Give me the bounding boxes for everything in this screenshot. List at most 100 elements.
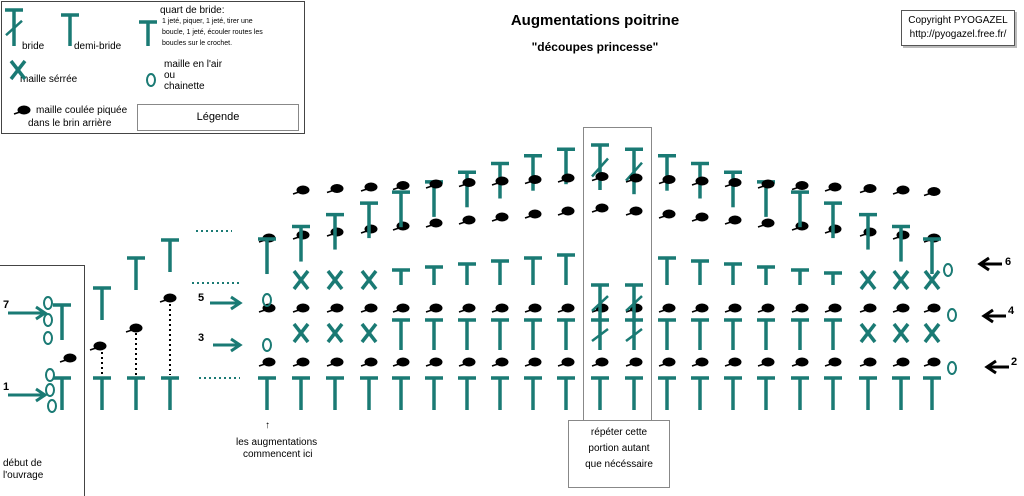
row5-treble <box>425 265 443 285</box>
slip-stitch <box>761 179 775 189</box>
chain-stitch <box>47 399 57 413</box>
row3-treble <box>658 318 676 350</box>
slip-stitch-tail <box>458 183 466 188</box>
legend-button[interactable]: Légende <box>137 104 299 131</box>
row1-treble <box>258 376 276 410</box>
slip-stitch-tail <box>892 236 900 240</box>
repeat-note-line-3: que nécéssaire <box>585 459 653 470</box>
chain-stitch <box>43 296 53 310</box>
slip-stitch <box>495 357 509 367</box>
slip-stitch-tail <box>491 182 499 186</box>
row7-treble <box>360 201 378 239</box>
slip-stitch-tail <box>923 309 931 313</box>
copyright-url[interactable]: http://pyogazel.free.fr/ <box>909 29 1007 40</box>
slip-stitch-tail <box>524 215 532 219</box>
copyright-box: Copyright PYOGAZEL http://pyogazel.free.… <box>901 10 1015 46</box>
row7-treble <box>791 190 809 228</box>
slip-stitch-tail <box>524 363 532 367</box>
row1-treble <box>625 376 643 410</box>
slip-stitch-tail <box>360 230 368 234</box>
slip-stitch-tail <box>658 309 666 313</box>
arrow-row2-head <box>984 359 997 375</box>
slip-stitch <box>296 185 310 195</box>
row5-treble <box>392 268 410 285</box>
slip-stitch <box>795 303 809 313</box>
row1-treble <box>791 376 809 410</box>
single-crochet-x <box>892 269 910 291</box>
slip-stitch-tail <box>691 363 699 367</box>
slip-stitch <box>129 323 143 333</box>
slip-stitch <box>163 293 177 303</box>
slip-stitch <box>330 227 344 237</box>
slip-stitch <box>364 182 378 192</box>
row1-treble <box>724 376 742 410</box>
row1-treble <box>491 376 509 410</box>
slip-stitch <box>695 303 709 313</box>
slip-stitch-tail <box>392 227 400 231</box>
slip-stitch <box>927 187 941 196</box>
augment-note-1: les augmentations <box>236 437 318 448</box>
chain-stitch <box>45 368 55 382</box>
row1-treble <box>93 376 111 410</box>
row3-treble <box>392 318 410 350</box>
row7-treble <box>824 201 842 239</box>
slip-stitch-tail <box>13 111 21 115</box>
slip-stitch-tail <box>591 363 599 367</box>
slip-stitch <box>396 181 410 190</box>
slip-stitch-tail <box>691 182 699 186</box>
slip-stitch-tail <box>326 189 334 194</box>
slip-stitch-tail <box>292 309 300 313</box>
slip-stitch-tail <box>892 191 900 195</box>
slip-stitch-tail <box>824 363 832 367</box>
slip-stitch <box>262 357 276 367</box>
slip-stitch <box>93 341 107 351</box>
slip-stitch <box>528 209 542 219</box>
row3-treble <box>791 318 809 350</box>
legend-air-1: maille en l'air <box>164 59 223 70</box>
slip-stitch-tail <box>724 221 732 225</box>
slip-stitch-tail <box>791 227 799 231</box>
row1-treble <box>392 376 410 410</box>
slip-stitch-tail <box>392 309 400 313</box>
legend-quart-desc-2: boucle, 1 jeté, écouler routes les <box>162 29 263 36</box>
legend-air-3: chainette <box>164 81 205 92</box>
slip-stitch <box>462 215 476 225</box>
slip-stitch-tail <box>326 233 334 237</box>
row7-treble <box>326 212 344 250</box>
slip-stitch <box>396 303 410 313</box>
slip-stitch-tail <box>360 363 368 367</box>
row-number-5: 5 <box>198 292 205 304</box>
row5-treble <box>524 256 542 285</box>
row7-treble <box>524 153 542 191</box>
slip-stitch-tail <box>859 233 867 237</box>
row-number-4: 4 <box>1008 305 1015 317</box>
chain-stitch <box>947 308 957 322</box>
slip-stitch <box>561 206 575 216</box>
slip-stitch <box>396 221 410 231</box>
slip-stitch <box>896 303 910 313</box>
row7-treble <box>458 170 476 208</box>
slip-stitch <box>528 303 542 313</box>
slip-stitch-tail <box>258 363 266 367</box>
slip-stitch <box>629 173 643 183</box>
slip-stitch-tail <box>591 209 599 213</box>
legend-bride-label: bride <box>22 41 45 52</box>
row1-treble <box>127 376 145 410</box>
row1-treble <box>691 376 709 410</box>
slip-stitch-tail <box>89 347 97 351</box>
slip-stitch <box>761 303 775 313</box>
debut-region <box>0 265 85 496</box>
slip-stitch <box>728 303 742 313</box>
slip-stitch <box>63 353 77 363</box>
slip-stitch <box>629 206 643 216</box>
single-crochet-x <box>326 322 344 344</box>
row1-treble <box>360 376 378 410</box>
augment-arrow-icon: ↑ <box>265 420 270 431</box>
slip-stitch <box>896 230 910 240</box>
row7-treble <box>258 237 276 275</box>
slip-stitch-tail <box>425 224 433 228</box>
slip-stitch-tail <box>59 359 67 363</box>
legend-quart-desc-3: boucles sur le crochet. <box>162 40 233 47</box>
slip-stitch-tail <box>757 309 765 313</box>
single-crochet-x <box>923 322 941 344</box>
